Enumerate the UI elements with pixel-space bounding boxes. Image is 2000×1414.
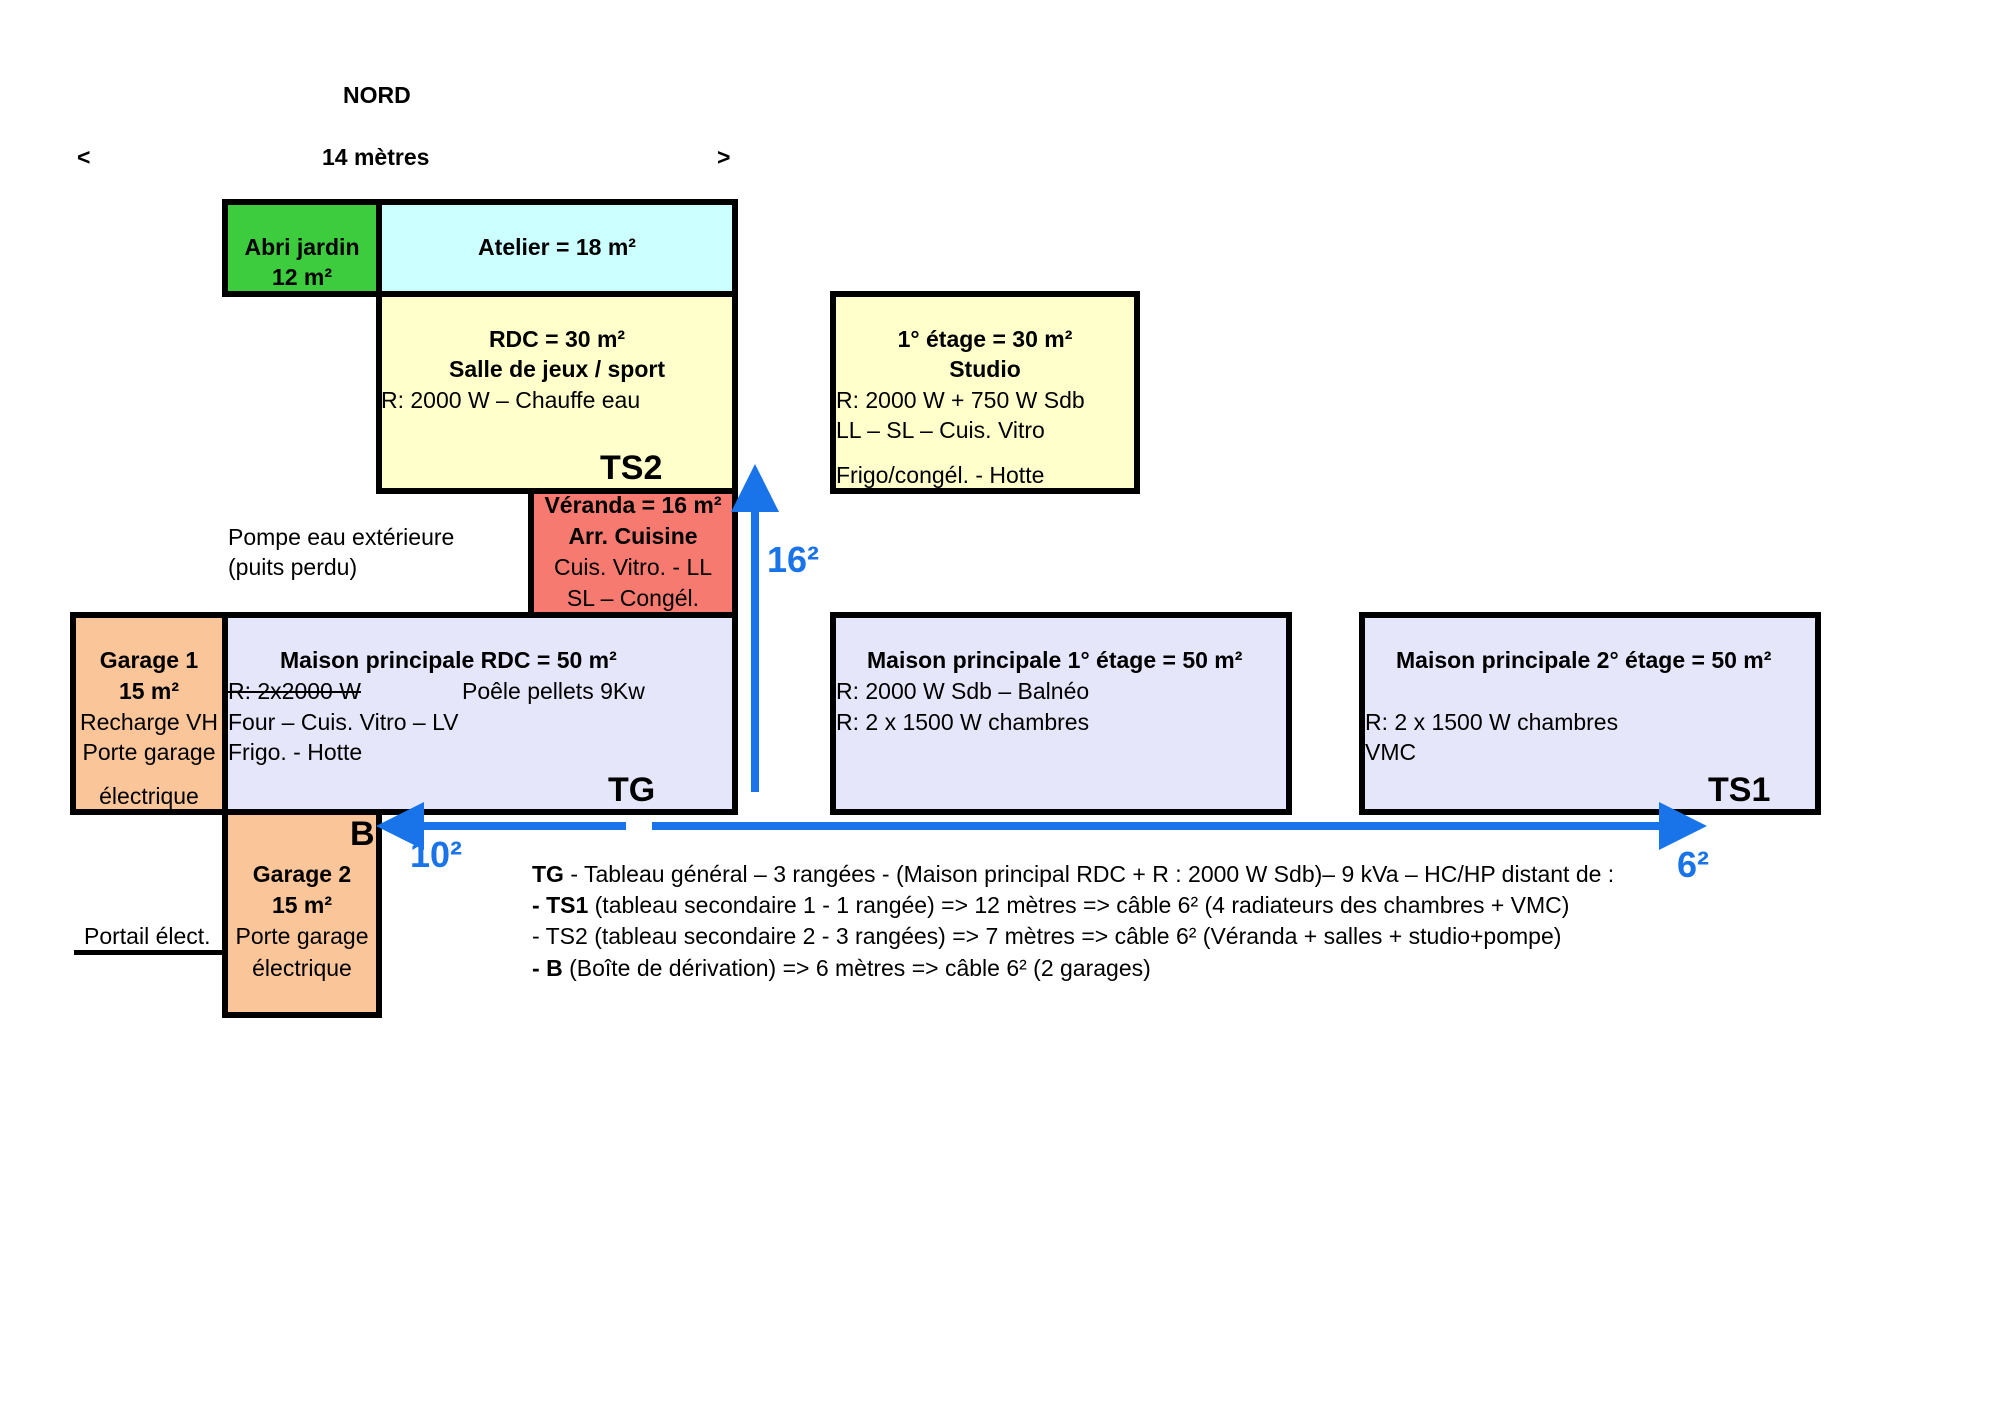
atelier-label: Atelier = 18 m² bbox=[478, 234, 636, 260]
maison-rdc-detail-1: Four – Cuis. Vitro – LV bbox=[228, 709, 459, 735]
legend-tg-text: - Tableau général – 3 rangées - (Maison … bbox=[563, 861, 1615, 887]
legend-ts1-label: TS1 bbox=[546, 892, 589, 918]
legend-ts1-text: (tableau secondaire 1 - 1 rangée) => 12 … bbox=[588, 892, 1570, 918]
left-arrow-icon: < bbox=[77, 144, 91, 170]
garage-1-area: 15 m² bbox=[118, 678, 180, 704]
garage-2-detail-2: électrique bbox=[252, 955, 352, 981]
north-label: NORD bbox=[343, 82, 411, 108]
garage-1-title: Garage 1 bbox=[99, 647, 199, 673]
legend-ts1-prefix: - bbox=[532, 892, 547, 918]
right-arrow-icon: > bbox=[717, 144, 731, 170]
garage-2-detail-1: Porte garage bbox=[235, 923, 369, 949]
cable-right-label: 6² bbox=[1677, 844, 1710, 885]
b-tag: B bbox=[350, 815, 375, 853]
portail-label: Portail élect. bbox=[84, 923, 211, 949]
legend-b-prefix: - bbox=[532, 955, 547, 981]
veranda-title: Véranda = 16 m² bbox=[544, 492, 722, 518]
maison-1-detail-2: R: 2 x 1500 W chambres bbox=[836, 709, 1090, 735]
maison-rdc-poele: Poêle pellets 9Kw bbox=[462, 678, 645, 704]
abri-area: 12 m² bbox=[271, 264, 333, 290]
garage-2-area: 15 m² bbox=[271, 892, 333, 918]
etage-30-title: 1° étage = 30 m² bbox=[897, 326, 1073, 352]
veranda-room bbox=[528, 488, 738, 618]
legend-b-label: B bbox=[546, 955, 563, 981]
maison-2-detail-2: VMC bbox=[1365, 739, 1417, 765]
legend-b-text: (Boîte de dérivation) => 6 mètres => câb… bbox=[562, 955, 1151, 981]
maison-rdc-room bbox=[222, 612, 738, 815]
tg-tag: TG bbox=[608, 771, 656, 809]
maison-2-room bbox=[1359, 612, 1821, 815]
maison-1-detail-1: R: 2000 W Sdb – Balnéo bbox=[836, 678, 1090, 704]
rdc-30-room bbox=[376, 291, 738, 494]
veranda-detail-1: Cuis. Vitro. - LL bbox=[553, 554, 713, 580]
maison-2-detail-1: R: 2 x 1500 W chambres bbox=[1365, 709, 1619, 735]
pompe-label: Pompe eau extérieure bbox=[228, 524, 455, 550]
etage-30-detail-2: LL – SL – Cuis. Vitro bbox=[836, 417, 1045, 443]
abri-label: Abri jardin bbox=[244, 234, 360, 260]
legend-line-4: - B (Boîte de dérivation) => 6 mètres =>… bbox=[532, 953, 1151, 984]
etage-30-detail-3: Frigo/congél. - Hotte bbox=[836, 462, 1045, 488]
legend-line-3: - TS2 (tableau secondaire 2 - 3 rangées)… bbox=[532, 923, 1562, 949]
pompe-sublabel: (puits perdu) bbox=[228, 554, 358, 580]
maison-1-room bbox=[830, 612, 1292, 815]
width-label: 14 mètres bbox=[322, 144, 430, 170]
etage-30-detail-1: R: 2000 W + 750 W Sdb bbox=[836, 387, 1085, 413]
maison-rdc-title: Maison principale RDC = 50 m² bbox=[280, 647, 617, 673]
cable-left-label: 10² bbox=[410, 834, 463, 875]
garage-2-title: Garage 2 bbox=[252, 861, 352, 887]
garage-1-detail-3: électrique bbox=[99, 783, 199, 809]
veranda-detail-2: SL – Congél. bbox=[566, 585, 700, 611]
garage-1-room bbox=[70, 612, 228, 815]
cable-up-label: 16² bbox=[767, 539, 820, 580]
legend-line-2: - TS1 (tableau secondaire 1 - 1 rangée) … bbox=[532, 890, 1569, 921]
veranda-subtitle: Arr. Cuisine bbox=[568, 523, 698, 549]
maison-rdc-struck: R: 2x2000 W bbox=[228, 678, 361, 704]
etage-30-room bbox=[830, 291, 1140, 494]
maison-rdc-detail-2: Frigo. - Hotte bbox=[228, 739, 363, 765]
portail-line bbox=[74, 950, 226, 955]
etage-30-subtitle: Studio bbox=[949, 356, 1021, 382]
legend-line-1: TG - Tableau général – 3 rangées - (Mais… bbox=[532, 859, 1614, 890]
maison-1-title: Maison principale 1° étage = 50 m² bbox=[867, 647, 1243, 673]
rdc-30-detail: R: 2000 W – Chauffe eau bbox=[381, 387, 641, 413]
garage-1-detail-2: Porte garage bbox=[82, 739, 216, 765]
legend-tg-label: TG bbox=[532, 861, 564, 887]
maison-2-title: Maison principale 2° étage = 50 m² bbox=[1396, 647, 1772, 673]
garage-1-detail-1: Recharge VH bbox=[79, 709, 219, 735]
ts1-tag: TS1 bbox=[1708, 771, 1771, 809]
rdc-30-title: RDC = 30 m² bbox=[488, 326, 626, 352]
garage-2-room bbox=[222, 809, 382, 1018]
rdc-30-subtitle: Salle de jeux / sport bbox=[448, 356, 666, 382]
ts2-tag: TS2 bbox=[600, 449, 663, 487]
